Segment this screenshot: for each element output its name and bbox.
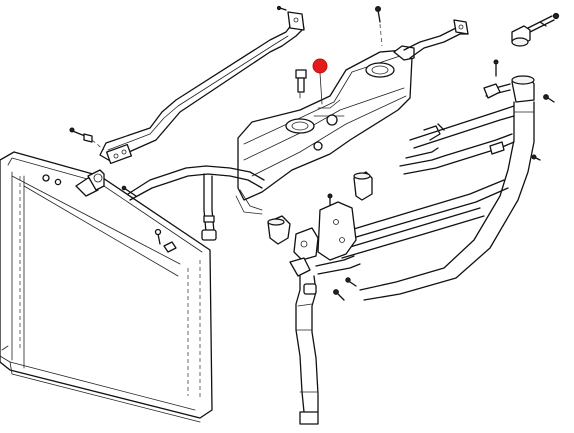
bolts (121, 6, 555, 301)
callout-leader (319, 72, 323, 105)
filler-neck (359, 75, 535, 301)
mounting-bracket (69, 5, 305, 165)
expansion-tank (235, 45, 415, 215)
upper-hose (403, 19, 469, 59)
sensor-plug (295, 69, 307, 99)
lower-hose (289, 257, 319, 425)
pipe-bracket (293, 83, 515, 275)
callout-marker (312, 58, 328, 74)
small-hoses (127, 165, 373, 245)
radiator (0, 151, 213, 423)
bleed-valve (511, 12, 560, 47)
